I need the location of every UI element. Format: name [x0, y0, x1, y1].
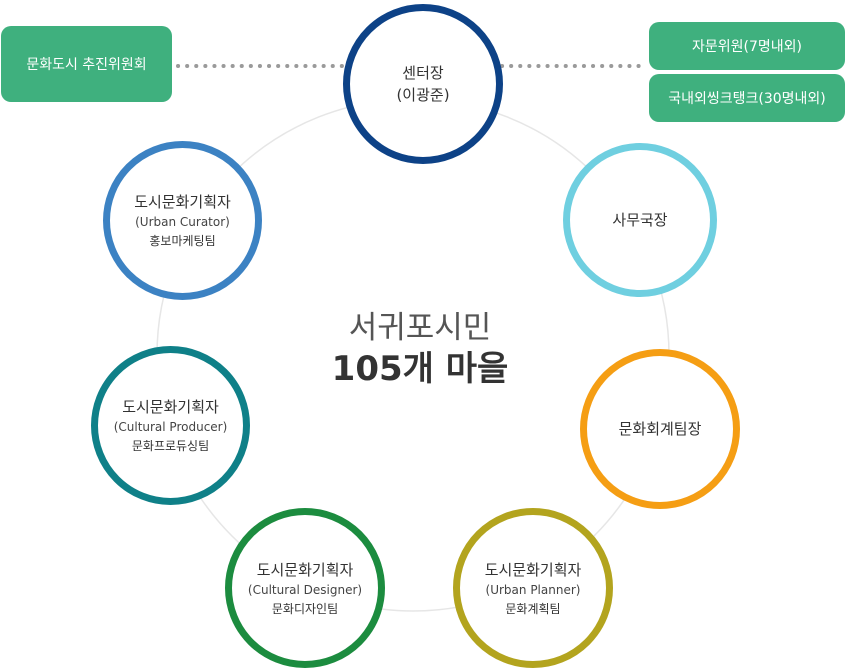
node-team: 문화프로듀싱팀 — [131, 439, 210, 453]
node-director: 센터장 (이광준) — [343, 4, 503, 164]
node-title: 도시문화기획자 — [134, 193, 231, 211]
pill-label: 자문위원(7명내외) — [692, 39, 802, 55]
node-cultural-designer: 도시문화기획자 (Cultural Designer) 문화디자인팀 — [225, 508, 385, 668]
center-title-line1: 서귀포시민 — [348, 310, 492, 346]
node-cultural-producer: 도시문화기획자 (Cultural Producer) 문화프로듀싱팀 — [91, 346, 250, 505]
node-title: 사무국장 — [612, 211, 668, 229]
pill-think-tank: 국내외씽크탱크(30명내외) — [649, 74, 845, 122]
node-subtitle: (Cultural Producer) — [113, 420, 228, 434]
node-title: 센터장 — [402, 64, 444, 82]
node-title: 문화회계팀장 — [618, 420, 702, 438]
pill-culture-city-committee: 문화도시 추진위원회 — [1, 26, 172, 102]
node-subtitle: (Urban Planner) — [485, 582, 581, 597]
node-subtitle: (Cultural Designer) — [247, 582, 363, 597]
node-urban-planner: 도시문화기획자 (Urban Planner) 문화계획팀 — [453, 508, 613, 668]
node-team: 문화계획팀 — [505, 601, 561, 616]
node-title: 도시문화기획자 — [256, 560, 354, 579]
node-team: 홍보마케팅팀 — [149, 234, 216, 248]
pill-label: 문화도시 추진위원회 — [26, 57, 147, 73]
node-title: 도시문화기획자 — [122, 398, 219, 416]
pill-advisory-committee: 자문위원(7명내외) — [649, 22, 845, 70]
node-culture-committee-head: 문화회계팀장 — [580, 349, 740, 509]
pill-label: 국내외씽크탱크(30명내외) — [668, 91, 826, 107]
center-title-line2: 105개 마을 — [331, 349, 509, 389]
node-team: 문화디자인팀 — [271, 601, 339, 616]
node-secretary-general: 사무국장 — [563, 143, 717, 297]
node-subtitle: (Urban Curator) — [135, 215, 230, 229]
node-subtitle: (이광준) — [396, 86, 450, 104]
node-title: 도시문화기획자 — [484, 560, 582, 579]
node-urban-curator: 도시문화기획자 (Urban Curator) 홍보마케팅팀 — [103, 141, 262, 300]
